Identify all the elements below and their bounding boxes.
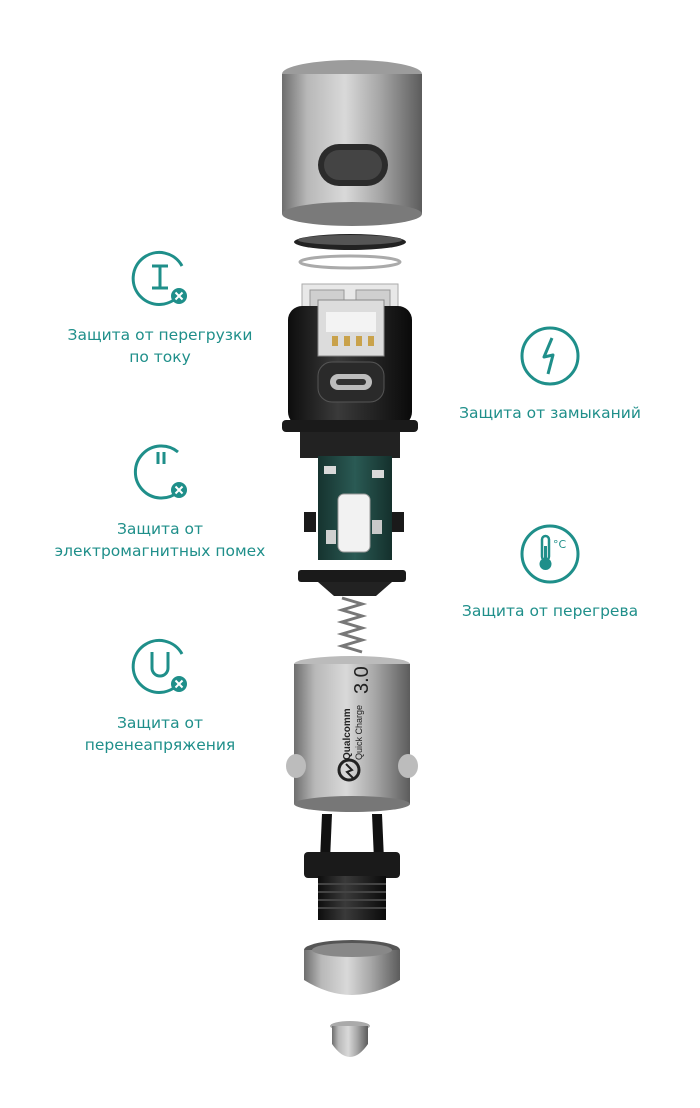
- main-metal-body: Qualcomm Quick Charge 3.0: [286, 656, 418, 812]
- thermometer-icon: °C: [520, 524, 580, 584]
- quick-charge-version: 3.0: [351, 666, 373, 694]
- usb-port-housing: [282, 283, 418, 458]
- label-line: Защита от перегрузки: [67, 326, 253, 344]
- label-line: Защита от замыканий: [459, 404, 641, 422]
- lightning-icon: [520, 326, 580, 386]
- feature-overvoltage-label: Защита от перенеапряжения: [55, 712, 265, 756]
- tip-cup: [304, 940, 400, 995]
- spacer-rings: [294, 234, 406, 270]
- label-line: Защита от: [116, 520, 204, 538]
- label-line: Защита от перегрева: [461, 602, 639, 620]
- power-icon: [133, 444, 187, 500]
- top-metal-cap: [282, 60, 422, 226]
- feature-emi: Защита от электромагнитных помех: [40, 440, 280, 562]
- feature-overcurrent: Защита от перегрузки по току: [55, 246, 265, 368]
- feature-overheat: °C Защита от перегрева: [440, 522, 660, 622]
- feature-short-circuit-label: Защита от замыканий: [440, 402, 660, 424]
- circuit-board: [298, 456, 406, 596]
- feature-overvoltage: Защита от перенеапряжения: [55, 634, 265, 756]
- current-i-icon: [131, 250, 187, 306]
- celsius-unit: °C: [553, 538, 567, 551]
- feature-overheat-label: Защита от перегрева: [440, 600, 660, 622]
- quick-charge-logo-icon: [337, 758, 361, 782]
- label-line: Защита от: [116, 714, 204, 732]
- spring: [336, 596, 368, 654]
- label-line: перенеапряжения: [84, 736, 236, 754]
- quick-charge-text: Quick Charge: [354, 705, 364, 760]
- label-line: электромагнитных помех: [54, 542, 266, 560]
- feature-overcurrent-label: Защита от перегрузки по току: [55, 324, 265, 368]
- feature-emi-label: Защита от электромагнитных помех: [40, 518, 280, 562]
- voltage-u-icon: [131, 638, 187, 694]
- contact-tip: [330, 1021, 370, 1057]
- feature-short-circuit: Защита от замыканий: [440, 324, 660, 424]
- plug-base: [304, 814, 400, 920]
- qualcomm-brand-text: Qualcomm: [342, 708, 353, 760]
- label-line: по току: [129, 348, 191, 366]
